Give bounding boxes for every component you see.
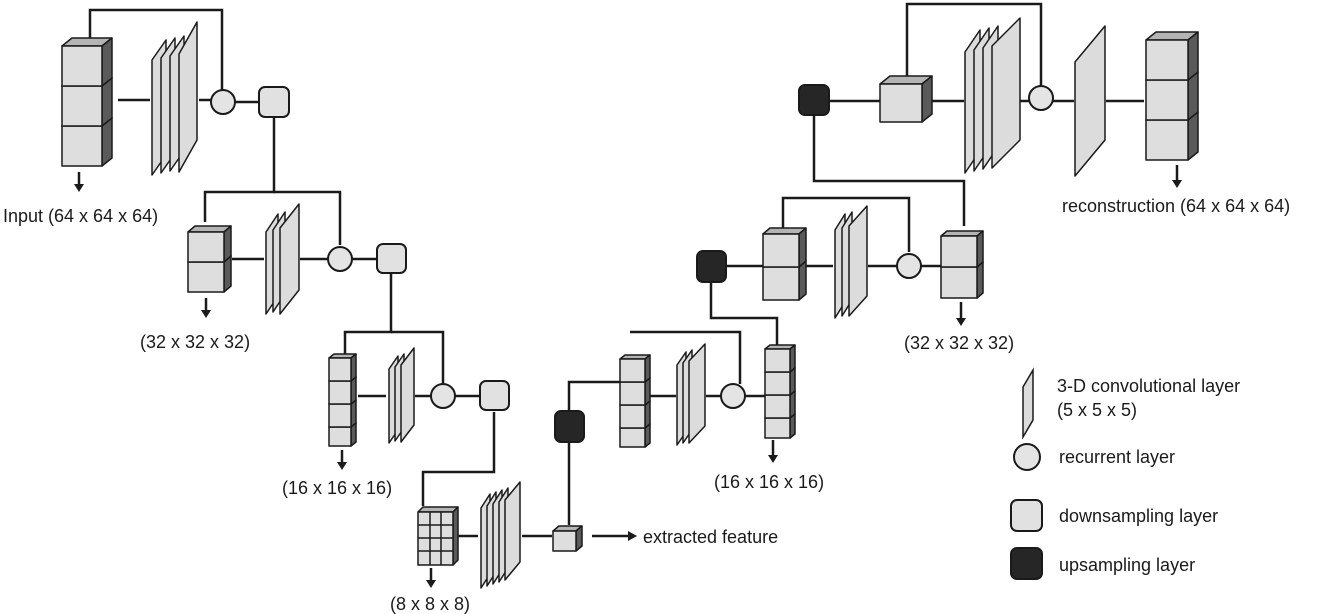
- dimension-labels: Input (64 x 64 x 64) (32 x 32 x 32) (16 …: [3, 196, 1290, 614]
- arrow-head-dec32: [956, 318, 966, 326]
- downsampling-layer-enc2: [376, 243, 407, 274]
- conv-layer-dec3: [676, 343, 706, 446]
- bottleneck-8-cube-grid: [417, 506, 459, 566]
- encoder-16-label: (16 x 16 x 16): [282, 478, 392, 498]
- legend-conv-size: (5 x 5 x 5): [1057, 400, 1137, 420]
- legend-recurrent-icon: [1013, 443, 1041, 471]
- recurrent-layers: [210, 85, 1054, 409]
- skip-line-enc2: [274, 190, 342, 245]
- downsampling-layers: [258, 86, 510, 411]
- decoder-64-cube: [879, 75, 933, 123]
- conv-layers: [151, 17, 1106, 589]
- legend-conv-label: 3-D convolutional layer: [1057, 376, 1240, 396]
- encoder-32-cube-stack: [187, 225, 232, 293]
- recurrent-layer-dec1: [1028, 85, 1054, 111]
- connection-lines: [77, 2, 1179, 580]
- conv-layer-dec1: [964, 17, 1021, 174]
- legend: 3-D convolutional layer (5 x 5 x 5) recu…: [1010, 367, 1240, 580]
- skip-line-dec2: [781, 196, 911, 252]
- link-dec2out-up1: [812, 116, 966, 226]
- conv-layer-final: [1074, 25, 1106, 177]
- decoder-32-label: (32 x 32 x 32): [904, 333, 1014, 353]
- recurrent-layer-enc1: [210, 89, 236, 115]
- conv-layer-enc2: [265, 203, 300, 315]
- decoder-32-left-cube-stack: [762, 227, 807, 301]
- recurrent-layer-enc3: [430, 383, 456, 409]
- upsampling-layer-dec3: [554, 410, 585, 443]
- downsampling-layer-enc1: [258, 86, 290, 118]
- reconstruction-label: reconstruction (64 x 64 x 64): [1062, 196, 1290, 216]
- link-down3-bottleneck: [421, 412, 496, 506]
- arrow-heads: [74, 180, 1182, 588]
- conv-layer-enc3: [388, 347, 415, 444]
- cube-stacks: [61, 31, 1199, 566]
- extracted-feature-cube: [552, 525, 583, 552]
- legend-conv-icon: [1022, 367, 1034, 440]
- input-label: Input (64 x 64 x 64): [3, 206, 158, 226]
- encoder-16-cube-stack: [328, 353, 357, 447]
- recurrent-layer-enc2: [327, 246, 353, 272]
- recurrent-layer-dec3: [720, 383, 746, 409]
- link-dec3out-up2: [709, 283, 779, 346]
- encoder-32-label: (32 x 32 x 32): [140, 332, 250, 352]
- skip-line-enc1: [88, 8, 224, 90]
- skip-line-dec3: [630, 330, 742, 384]
- reconstruction-cube-stack: [1145, 31, 1199, 161]
- conv-layer-dec2: [834, 205, 868, 319]
- decoder-16-right-cube-stack: [764, 344, 796, 439]
- link-down1-enc2: [203, 118, 276, 222]
- legend-downsampling-label: downsampling layer: [1059, 506, 1218, 526]
- conv-layer-enc1: [151, 21, 198, 176]
- input-cube-stack: [61, 37, 113, 167]
- arrow-head-input: [74, 184, 84, 192]
- arrow-head-enc32: [201, 310, 211, 318]
- extracted-feature-label: extracted feature: [643, 527, 778, 547]
- arrow-head-feature: [628, 531, 637, 541]
- arrow-head-recon: [1172, 180, 1182, 188]
- decoder-16-left-cube-stack: [619, 354, 651, 448]
- legend-upsampling-icon: [1010, 547, 1043, 580]
- skip-line-dec1: [905, 2, 1043, 86]
- legend-recurrent-label: recurrent layer: [1059, 447, 1175, 467]
- upsampling-layer-dec1: [798, 84, 830, 116]
- recurrent-layer-dec2: [896, 253, 922, 279]
- link-down2-enc3: [343, 274, 393, 354]
- arrow-head-bottleneck: [426, 580, 436, 588]
- arrow-head-enc16: [337, 462, 347, 470]
- arrow-head-dec16: [768, 455, 778, 463]
- upsampling-layers: [554, 84, 830, 443]
- bottleneck-label: (8 x 8 x 8): [390, 594, 470, 614]
- decoder-32-right-cube-stack: [940, 230, 984, 299]
- upsampling-layer-dec2: [696, 250, 727, 283]
- legend-downsampling-icon: [1010, 499, 1043, 532]
- legend-upsampling-label: upsampling layer: [1059, 555, 1195, 575]
- decoder-16-label: (16 x 16 x 16): [714, 472, 824, 492]
- skip-line-enc3: [391, 330, 445, 384]
- downsampling-layer-enc3: [479, 380, 510, 411]
- conv-layer-bottleneck: [480, 481, 521, 589]
